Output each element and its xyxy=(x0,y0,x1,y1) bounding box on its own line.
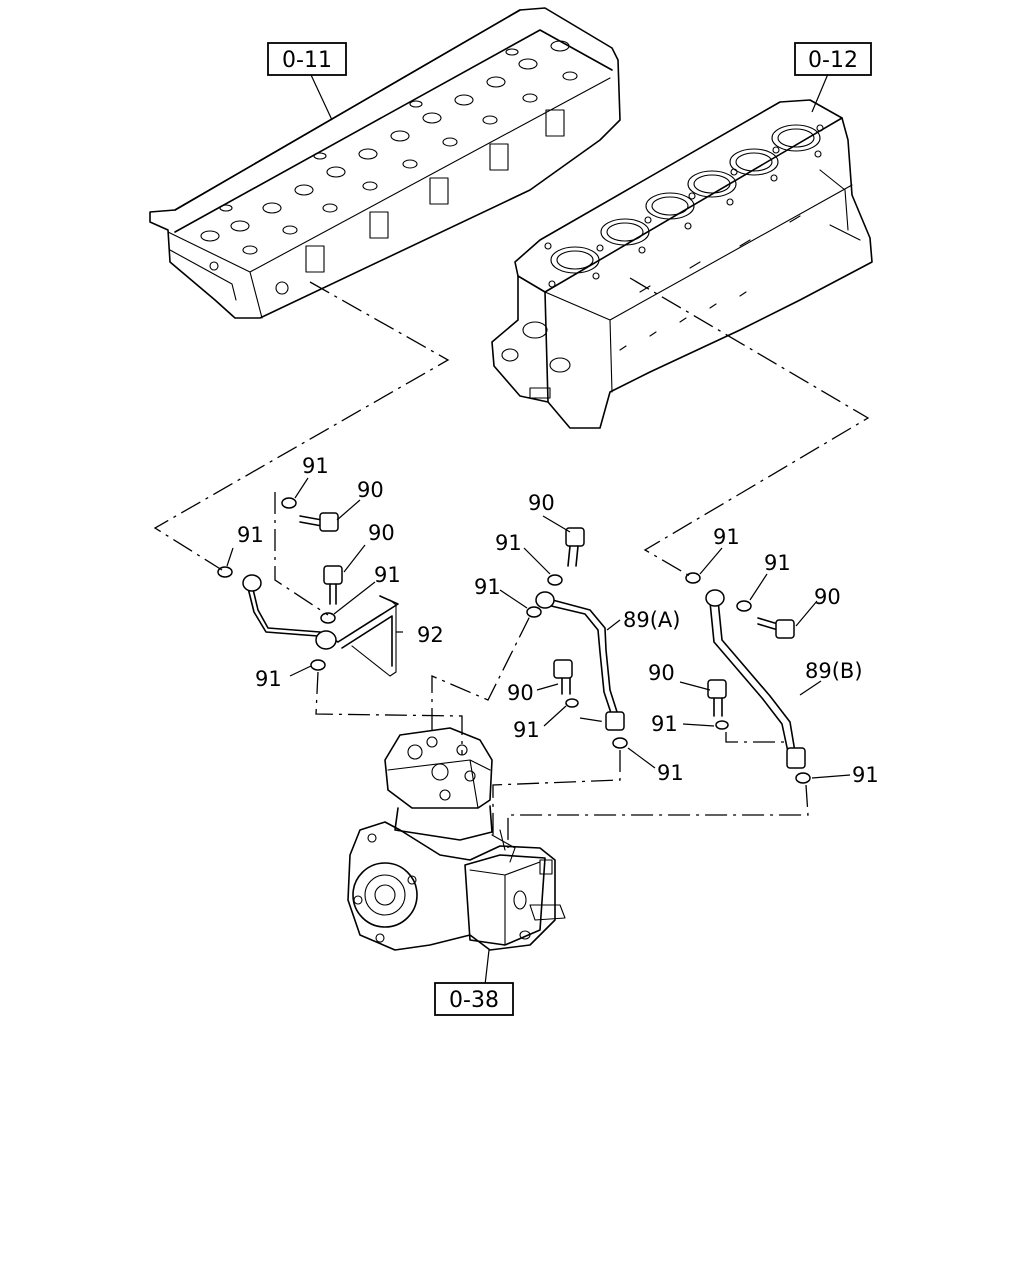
callout-92: 92 xyxy=(417,623,444,647)
injection-pump-drawing xyxy=(347,727,566,951)
cylinder-head-drawing xyxy=(149,7,621,319)
assembly-lines xyxy=(153,277,870,848)
callout-91: 91 xyxy=(374,563,401,587)
bolt-90-c xyxy=(565,527,585,567)
bolt-90-f xyxy=(757,617,795,639)
callout-90: 90 xyxy=(507,681,534,705)
fuel-pipes xyxy=(242,574,806,769)
callout-91: 91 xyxy=(302,454,329,478)
callout-89b: 89(B) xyxy=(805,659,863,683)
reference-label: 0-11 xyxy=(282,48,332,73)
callout-91: 91 xyxy=(764,551,791,575)
reference-label: 0-12 xyxy=(808,48,858,73)
callout-91: 91 xyxy=(713,525,740,549)
callout-91: 91 xyxy=(237,523,264,547)
callout-90: 90 xyxy=(368,521,395,545)
callout-91: 91 xyxy=(495,531,522,555)
reference-cylinder-block[interactable]: 0-12 xyxy=(794,42,872,76)
reference-injection-pump[interactable]: 0-38 xyxy=(434,982,514,1016)
callout-89a: 89(A) xyxy=(623,608,680,632)
reference-cylinder-head[interactable]: 0-11 xyxy=(267,42,347,76)
callout-90: 90 xyxy=(648,661,675,685)
callout-91: 91 xyxy=(513,718,540,742)
callout-91: 91 xyxy=(255,667,282,691)
callout-90: 90 xyxy=(814,585,841,609)
bolt-90-d xyxy=(553,659,573,695)
callouts: 91 90 91 90 91 92 91 90 91 91 89(A) 90 9… xyxy=(237,454,879,787)
reference-label: 0-38 xyxy=(449,988,499,1013)
callout-91: 91 xyxy=(657,761,684,785)
bolt-90-b xyxy=(323,565,343,605)
bolts xyxy=(299,512,795,717)
callout-90: 90 xyxy=(357,478,384,502)
washers xyxy=(217,497,811,784)
callout-91: 91 xyxy=(852,763,879,787)
cylinder-block-drawing xyxy=(491,99,873,429)
callout-90: 90 xyxy=(528,491,555,515)
callout-91: 91 xyxy=(474,575,501,599)
bolt-90-a xyxy=(299,512,339,532)
callout-91: 91 xyxy=(651,712,678,736)
bolt-90-e xyxy=(707,679,727,717)
